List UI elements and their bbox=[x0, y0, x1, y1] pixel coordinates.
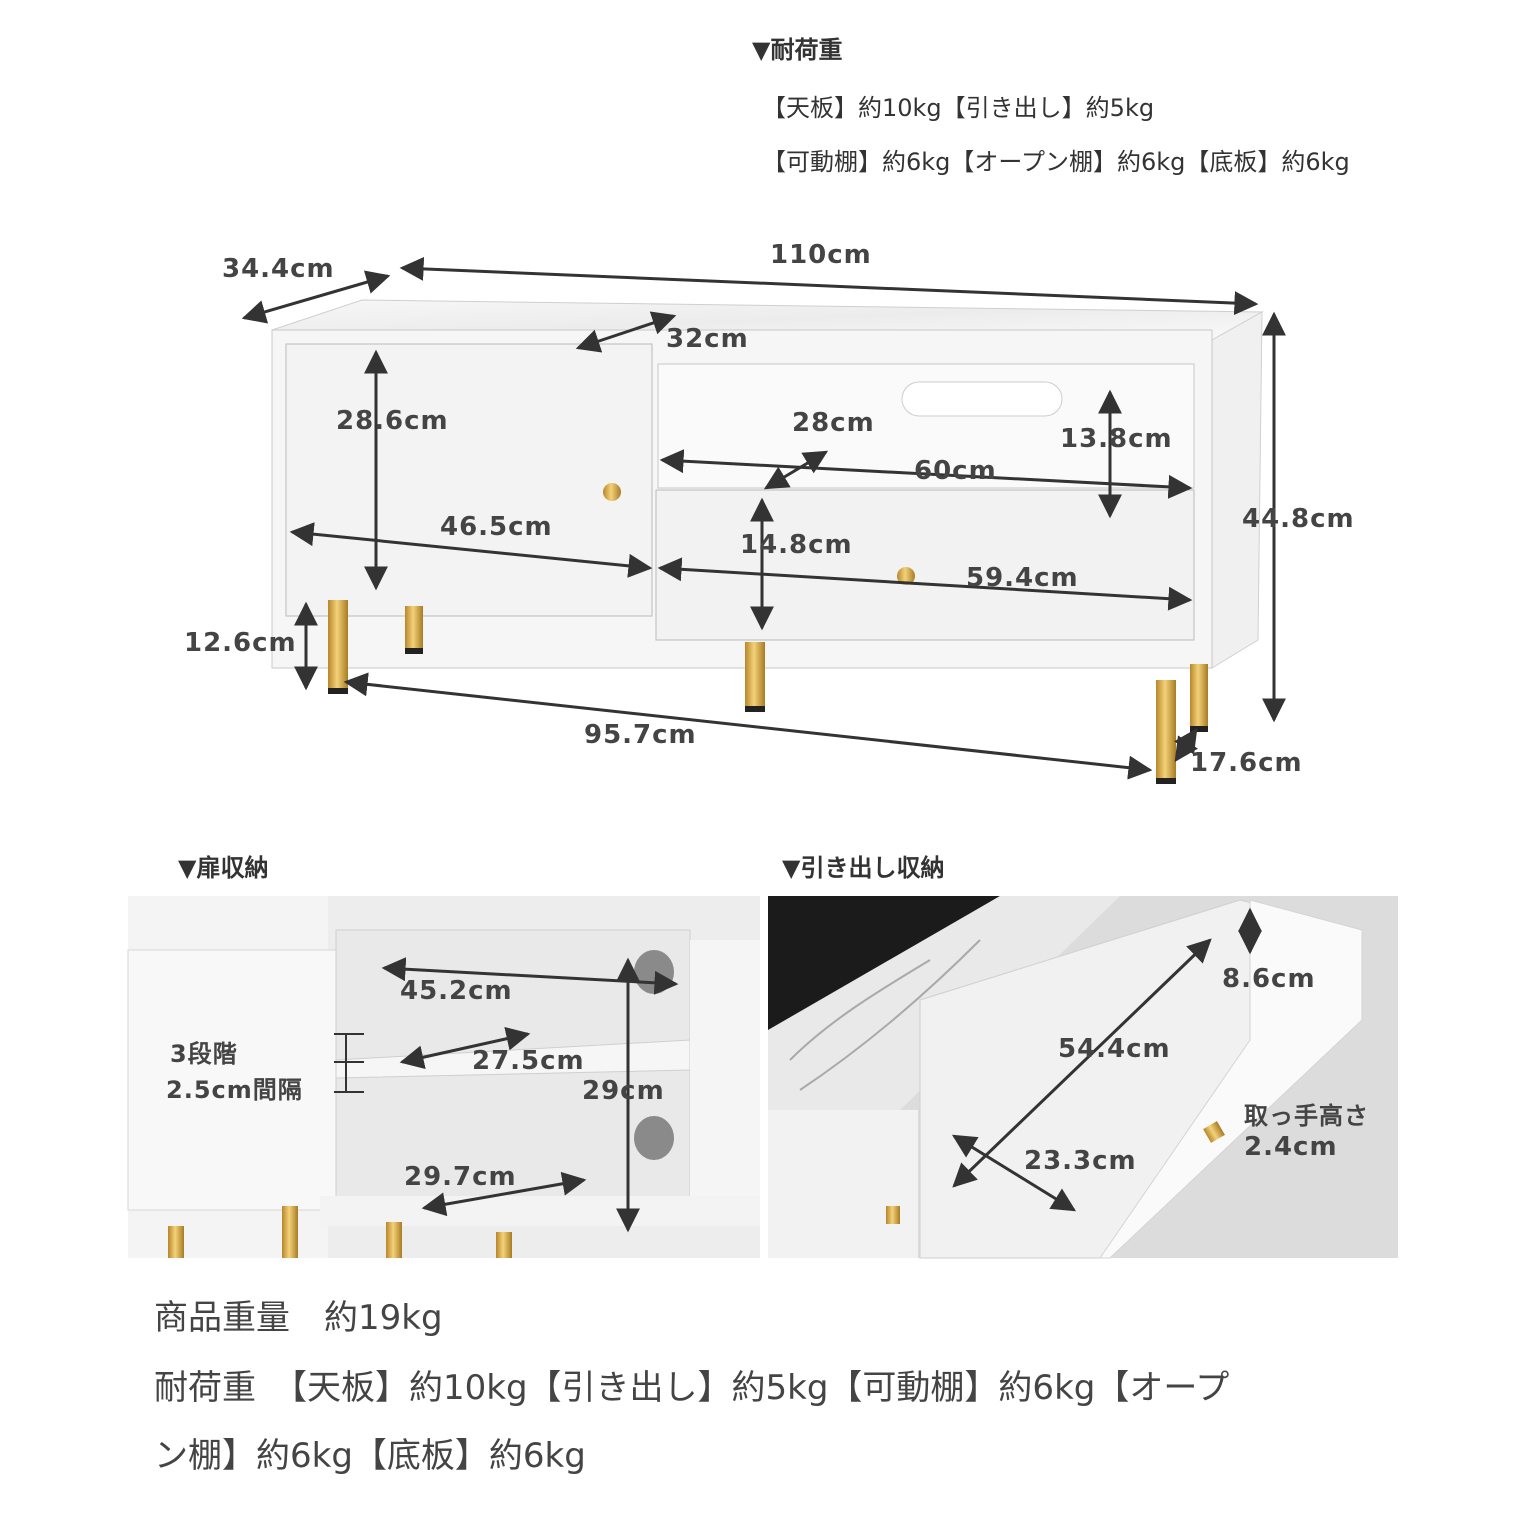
arrow-leg-depth bbox=[1174, 728, 1198, 762]
drawer-knob-photo bbox=[886, 1206, 900, 1224]
label-steps: 3段階 bbox=[170, 1040, 238, 1068]
door-photo-leg-1 bbox=[168, 1226, 184, 1258]
label-door-storage-shelf-depth: 27.5cm bbox=[472, 1046, 585, 1076]
door-photo-leg-2 bbox=[282, 1206, 298, 1258]
cabinet-drawer bbox=[655, 489, 1195, 641]
label-depth: 34.4cm bbox=[222, 254, 335, 284]
door-photo-leg-3 bbox=[386, 1222, 402, 1258]
label-drawer-width: 59.4cm bbox=[966, 563, 1079, 593]
load-capacity-title: ▼耐荷重 bbox=[752, 36, 843, 64]
arrow-door-storage-shelf-depth bbox=[399, 1026, 531, 1070]
spec-load-line-1: 耐荷重 【天板】約10kg【引き出し】約5kg【可動棚】約6kg【オープ bbox=[154, 1368, 1230, 1408]
door-photo-leg-4 bbox=[496, 1232, 512, 1258]
leg-middle bbox=[745, 642, 765, 710]
arrow-drawer-storage-depth bbox=[951, 1134, 1077, 1212]
arrow-depth bbox=[241, 270, 391, 324]
load-capacity-line-1: 【天板】約10kg【引き出し】約5kg bbox=[762, 94, 1155, 122]
label-drawer-storage-length: 54.4cm bbox=[1058, 1034, 1171, 1064]
leg-back-left bbox=[405, 606, 423, 652]
arrow-leg-span bbox=[343, 672, 1153, 780]
cable-hole bbox=[901, 381, 1063, 417]
label-handle: 取っ手高さ bbox=[1244, 1102, 1369, 1130]
door-storage-title: ▼扉収納 bbox=[178, 854, 269, 882]
arrow-inner-depth bbox=[575, 311, 677, 353]
label-drawer-storage-depth: 23.3cm bbox=[1024, 1146, 1137, 1176]
label-door-storage-height: 29cm bbox=[582, 1076, 665, 1106]
cabinet-side bbox=[1211, 311, 1263, 669]
arrow-door-storage-bottom-depth bbox=[421, 1171, 587, 1217]
arrow-open-shelf-width bbox=[659, 449, 1193, 499]
label-total-height: 44.8cm bbox=[1242, 504, 1355, 534]
spec-weight: 商品重量 約19kg bbox=[154, 1298, 443, 1338]
label-open-shelf-height: 13.8cm bbox=[1060, 424, 1173, 454]
cabinet-door bbox=[285, 343, 653, 617]
leg-front-right bbox=[1156, 680, 1176, 780]
label-drawer-storage-height: 8.6cm bbox=[1222, 964, 1316, 994]
door-knob bbox=[603, 483, 621, 501]
label-door-height: 28.6cm bbox=[336, 406, 449, 436]
cable-hole-bottom bbox=[634, 1116, 674, 1160]
label-leg-height: 12.6cm bbox=[184, 628, 297, 658]
label-handle-height: 2.4cm bbox=[1244, 1132, 1338, 1162]
label-open-shelf-depth: 28cm bbox=[792, 408, 875, 438]
open-door bbox=[127, 949, 339, 1211]
label-steps-interval: 2.5cm間隔 bbox=[166, 1076, 303, 1104]
arrow-door-width bbox=[289, 522, 653, 578]
label-open-shelf-width: 60cm bbox=[914, 456, 997, 486]
label-inner-depth: 32cm bbox=[666, 324, 749, 354]
leg-front-left bbox=[328, 600, 348, 692]
label-leg-span: 95.7cm bbox=[584, 720, 697, 750]
label-leg-depth-span: 17.6cm bbox=[1190, 748, 1303, 778]
label-drawer-height: 14.8cm bbox=[740, 530, 853, 560]
leg-back-right bbox=[1190, 664, 1208, 728]
label-door-width: 46.5cm bbox=[440, 512, 553, 542]
cable-hole-top bbox=[634, 950, 674, 994]
label-door-storage-bottom-depth: 29.7cm bbox=[404, 1162, 517, 1192]
load-capacity-line-2: 【可動棚】約6kg【オープン棚】約6kg【底板】約6kg bbox=[762, 148, 1350, 176]
arrow-width bbox=[399, 256, 1259, 316]
label-door-storage-width: 45.2cm bbox=[400, 976, 513, 1006]
spec-load-line-2: ン棚】約6kg【底板】約6kg bbox=[154, 1436, 586, 1476]
label-width: 110cm bbox=[770, 240, 872, 270]
drawer-storage-title: ▼引き出し収納 bbox=[782, 854, 945, 882]
arrow-drawer-width bbox=[657, 557, 1193, 611]
